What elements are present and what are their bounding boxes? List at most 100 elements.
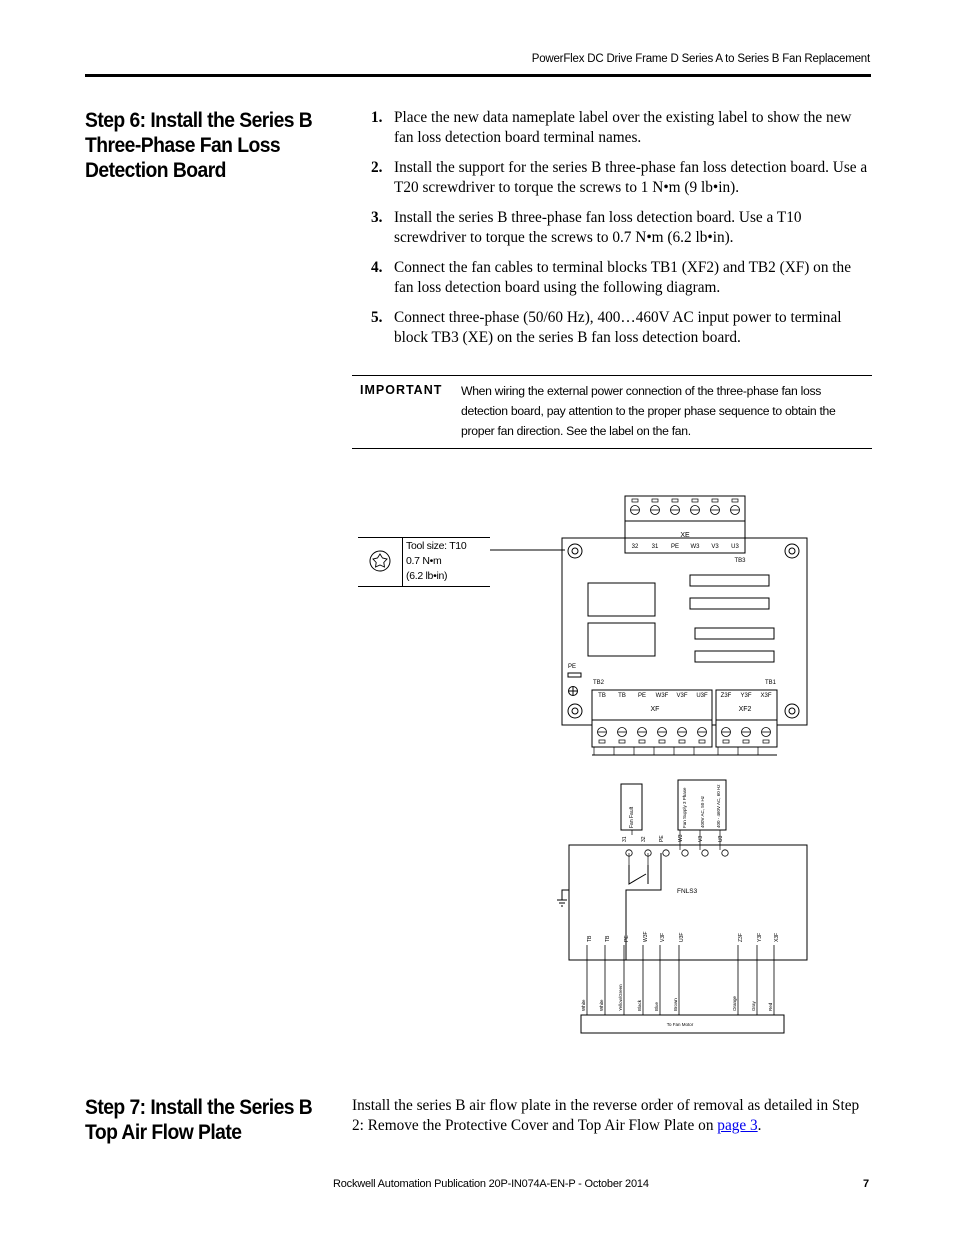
step-text: Install the support for the series B thr… [394,159,868,196]
step6-heading-line2: Three-Phase Fan Loss [85,134,281,157]
important-bottom-rule [352,448,872,449]
fnls3-label: FNLS3 [677,888,698,895]
xf2-terminal-label: Y3F [740,693,751,699]
board-mount-hole [567,703,583,719]
xf2-label: XF2 [739,706,752,713]
important-text: When wiring the external power connectio… [461,384,836,438]
header-rule [85,74,871,77]
terminal-screw-icon [761,727,771,737]
xe-terminal-label: PE [671,544,679,550]
wire-color-label: Brown [673,998,678,1011]
relay-contact [628,865,647,885]
tool-size-label: Tool size: T10 [406,540,467,552]
board-mount-hole [784,703,800,719]
fan-supply-60hz: 400 - 460V AC, 60 Hz [716,784,721,828]
fan-motor-label: To Fan Motor [667,1022,694,1027]
xe-terminal-label: V3 [711,544,719,550]
step-item: 3.Install the series B three-phase fan l… [371,208,871,248]
schematic-top-terminal-label: U3 [718,835,724,842]
schematic-bottom-terminal-label: W3F [643,931,649,942]
terminal-slot [651,498,659,503]
fan-supply-box [677,779,727,831]
terminal-slot [691,498,699,503]
xf-terminal-label: V3F [676,693,687,699]
terminal-slot [598,739,606,744]
terminal-circle [662,849,670,857]
step-number: 1. [371,109,383,126]
fan-fault-label: Fan Fault [629,806,635,828]
xf2-terminal-label: X3F [760,693,771,699]
terminal-screw-icon [617,727,627,737]
terminal-circle [701,849,709,857]
terminal-slot [711,498,719,503]
tool-size-text: Tool size: T10 0.7 N•m (6.2 lb•in) [406,539,467,584]
wire-color-label: Gray [751,1000,756,1011]
fnls3-board [568,844,808,961]
board-mount-hole [567,543,583,559]
step6-heading-line1: Step 6: Install the Series B [85,109,313,132]
schematic-bottom-terminal-label: U3F [679,933,685,942]
board-component [689,574,770,587]
terminal-slot [658,739,666,744]
terminal-screw-icon [630,505,640,515]
xe-terminal-label: U3 [731,544,739,550]
xf-terminal-label: W3F [656,693,669,699]
step-text: Connect the fan cables to terminal block… [394,259,851,296]
step7-heading: Step 7: Install the Series B Top Air Flo… [85,1095,313,1145]
xf-terminal-label: TB [618,693,626,699]
schematic-bottom-terminal-label: Y3F [757,933,763,942]
fan-supply-label: Fan Supply 3 Phase [682,787,687,828]
step-item: 4.Connect the fan cables to terminal blo… [371,258,871,298]
terminal-screw-icon [741,727,751,737]
board-component [587,622,656,657]
page-number: 7 [863,1178,870,1190]
terminal-screw-icon [677,727,687,737]
ground-wire [561,889,569,900]
step7-heading-line1: Step 7: Install the Series B [85,1096,313,1119]
running-header: PowerFlex DC Drive Frame D Series A to S… [531,53,870,65]
tool-torque-lbin: (6.2 lb•in) [406,570,448,582]
xe-label: XE [680,532,690,539]
schematic-bottom-terminal-label: V3F [660,933,666,942]
step7-heading-line2: Top Air Flow Plate [85,1121,242,1144]
terminal-screw-icon [657,727,667,737]
fan-motor-box [580,1014,785,1034]
terminal-slot [638,739,646,744]
step-text: Place the new data nameplate label over … [394,109,852,146]
step6-heading: Step 6: Install the Series B Three-Phase… [85,108,313,183]
terminal-screw-icon [597,727,607,737]
tb2-label: TB2 [593,680,605,686]
terminal-screw-icon [721,727,731,737]
wire-color-label: White [599,999,604,1011]
board-component [587,582,656,617]
terminal-slot [631,498,639,503]
footer-publication: Rockwell Automation Publication 20P-IN07… [333,1178,649,1190]
schematic-top-terminal-label: 31 [622,836,628,842]
wire-color-label: Red [768,1002,773,1011]
tool-torque-nm: 0.7 N•m [406,555,442,567]
terminal-slot [762,739,770,744]
board-component [689,597,770,610]
terminal-screw-icon [670,505,680,515]
terminal-screw-icon [650,505,660,515]
terminal-screw-icon [637,727,647,737]
wire-color-label: Blue [654,1001,659,1011]
xe-terminal-label: W3 [691,544,701,550]
step7-text-end: . [757,1117,762,1134]
terminal-slot [742,739,750,744]
schematic-bottom-terminal-label: TB [605,935,611,942]
step-text: Connect three-phase (50/60 Hz), 400…460V… [394,309,842,346]
page-3-link[interactable]: page 3 [717,1117,758,1134]
fan-fault-box [620,783,643,831]
tool-callout [358,537,490,587]
board-component [694,627,775,640]
terminal-screw-icon [690,505,700,515]
pe-label: PE [568,664,576,670]
terminal-screw-icon [730,505,740,515]
schematic-bottom-terminal-label: X3F [774,933,780,942]
xe-terminal-label: 31 [652,544,659,550]
terminal-screw-icon [697,727,707,737]
